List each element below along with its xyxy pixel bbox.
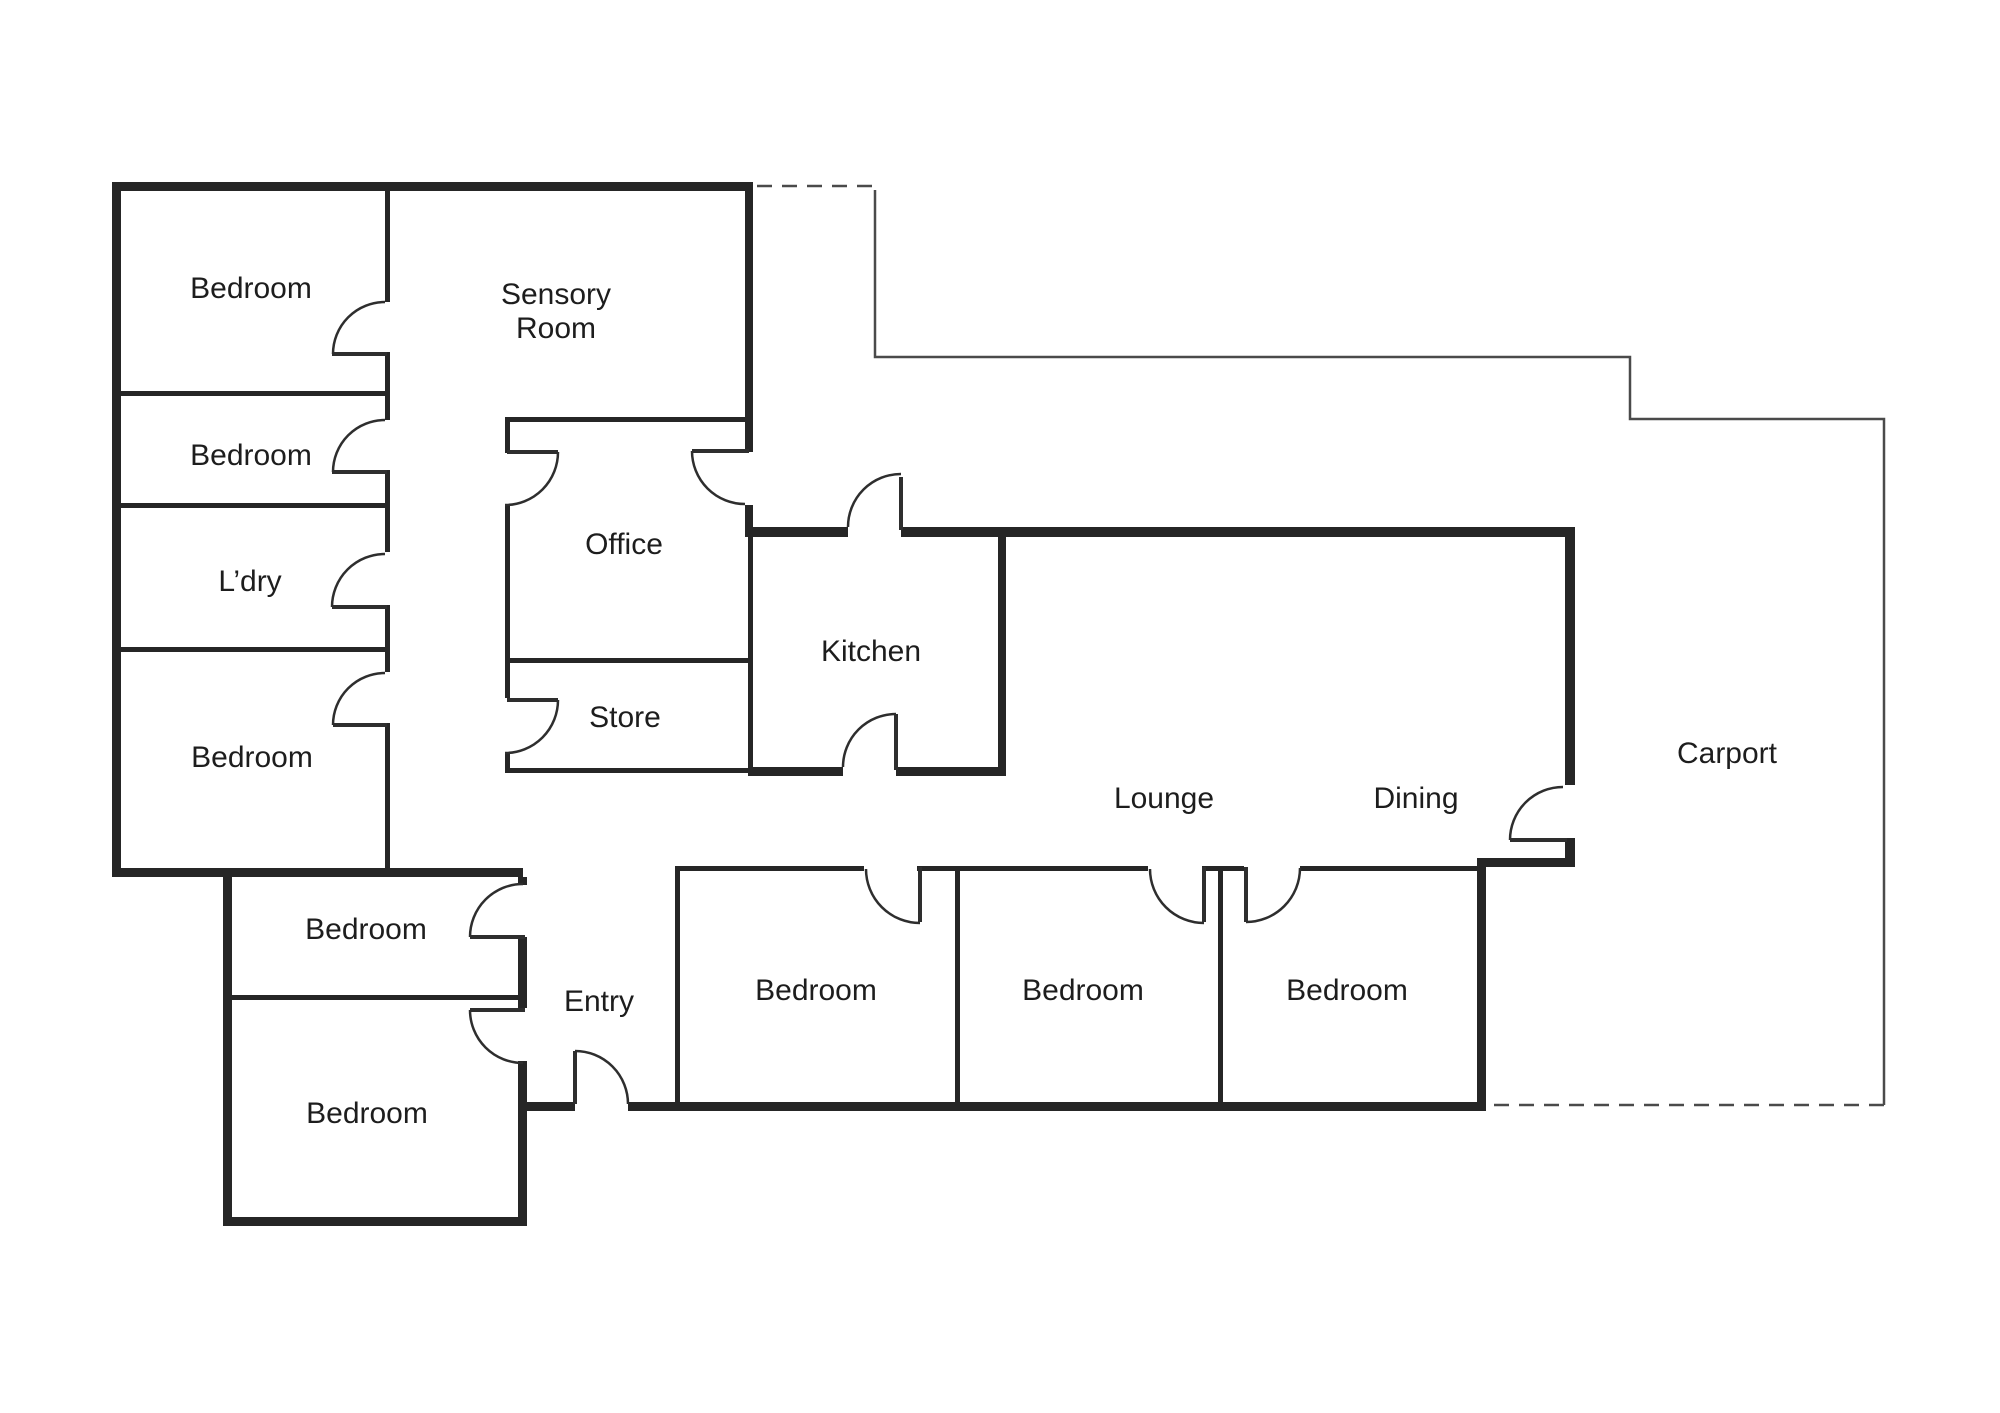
room-label-bedroom-w2: Bedroom [190,439,312,472]
wall-bed1-bed2 [121,391,390,396]
wall-bedrooms-top [677,866,864,871]
room-label-sensory-line1: Sensory [501,278,611,311]
wall-ldry-bed4 [121,647,390,652]
door-arc [864,868,921,925]
room-label-laundry: L’dry [218,565,281,598]
wall-hall [385,605,390,672]
wall-block-bottom [112,868,523,877]
room-label-bedroom-s2: Bedroom [1022,974,1144,1007]
wall-office-left [505,422,510,453]
wall-dining-bottom [1477,858,1575,867]
wall-store-bottom [505,768,748,773]
wall-south [628,1102,1486,1111]
wall-wing-right [518,1061,527,1226]
wall-wing-right [518,877,527,885]
door-arc [1245,867,1302,924]
wall-block-right [745,182,753,452]
wall-kitchen-bottom [896,767,1006,776]
wall-wing-divider [232,995,523,1000]
room-label-bedroom-wing2: Bedroom [306,1097,428,1130]
room-label-office: Office [585,528,663,561]
wall-block-right [745,505,753,537]
wall-dining-right [1565,527,1575,785]
door-arc [468,1009,524,1065]
room-label-sensory-line2: Room [516,312,596,345]
carport-boundary [757,184,1886,1107]
wall-left [112,182,121,877]
door-arc [1148,868,1205,925]
room-label-lounge: Lounge [1114,782,1214,815]
wall-bedrooms-top [917,866,1148,871]
door-arc [1508,785,1564,841]
room-label-kitchen: Kitchen [821,635,921,668]
carport-outline [873,190,1886,1105]
room-label-dining: Dining [1373,782,1458,815]
wall-kitchen-bottom [748,767,843,776]
wall-wing-right [518,937,527,1008]
wall-sensory-bottom [505,417,745,422]
wall-wing-left [223,868,232,1226]
wall-lounge-top [901,527,1575,537]
wall-dining-right-stub [1565,838,1575,867]
door-arc [330,552,386,608]
door-arc [690,450,746,506]
door-leaves [332,352,1567,1104]
door-arc [331,300,386,355]
door-arc [504,451,560,507]
wall-bed-s1-left [675,866,680,1102]
room-label-bedroom-wing1: Bedroom [305,913,427,946]
room-label-carport: Carport [1677,737,1778,770]
wall-lounge-top [745,527,848,537]
wall-top [112,182,753,191]
wall-bed-s2-s3 [1218,866,1223,1102]
room-label-store: Store [589,701,661,734]
room-label-bedroom-w4: Bedroom [191,741,313,774]
room-label-bedroom-nw: Bedroom [190,272,312,305]
wall-kitchen-left [748,537,753,767]
room-label-entry: Entry [564,985,634,1018]
wall-hall [385,352,390,420]
wall-office-store [507,658,748,663]
room-labels: Bedroom Bedroom L’dry Bedroom Sensory Ro… [190,272,1778,1130]
door-arc [846,472,902,528]
wall-bed-s1-s2 [955,866,960,1102]
room-label-bedroom-s3: Bedroom [1286,974,1408,1007]
door-arc [841,712,897,768]
wall-kitchen-right [998,527,1006,767]
room-label-bedroom-s1: Bedroom [755,974,877,1007]
wall-hall [385,723,390,868]
wall-hall [385,470,390,552]
wall-bedrooms-top [1300,866,1477,871]
wall-bed3-right [1477,862,1486,1111]
wall-office-left [505,506,510,698]
interior-walls [121,191,1477,1102]
wall-bed2-ldry [121,503,390,508]
wall-south [518,1102,575,1111]
wall-wing-bottom [223,1217,527,1226]
door-arc [504,699,560,755]
door-arc [331,671,386,726]
door-arc [331,418,386,473]
door-arc [468,882,524,938]
wall-hall [385,191,390,302]
wall-office-left [505,753,510,773]
door-arcs [330,300,1564,1105]
exterior-walls [112,182,1575,1226]
door-arc [574,1049,630,1105]
